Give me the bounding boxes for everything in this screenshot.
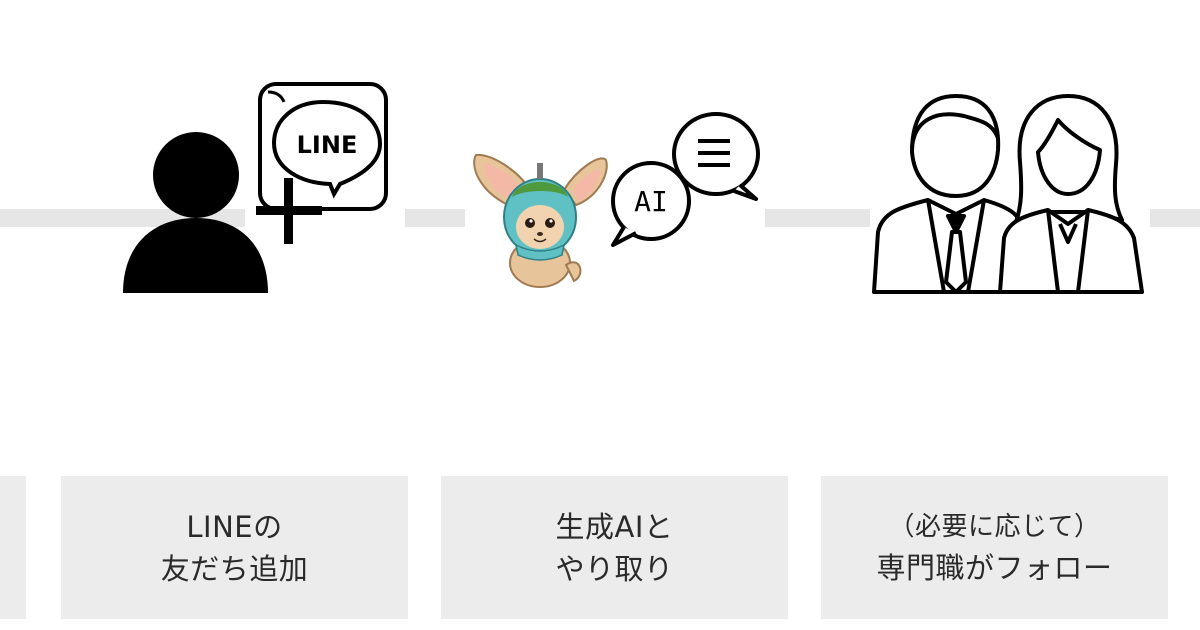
step-1-label-line-2: 友だち追加 bbox=[160, 551, 309, 586]
step2-illustration: AI bbox=[468, 105, 768, 295]
plus-vertical bbox=[284, 178, 293, 244]
step-card-3: （必要に応じて） 専門職がフォロー bbox=[821, 476, 1168, 619]
step-card-1-text: LINEの 友だち追加 bbox=[161, 506, 309, 590]
step-2-label-line-1: 生成AIと bbox=[555, 509, 674, 544]
step-card-partial bbox=[0, 476, 26, 619]
step-card-2: 生成AIと やり取り bbox=[441, 476, 788, 619]
step-1-label-line-1: LINEの bbox=[186, 509, 283, 544]
business-people-icon bbox=[872, 94, 1144, 294]
step-card-2-text: 生成AIと やり取り bbox=[555, 506, 673, 590]
step-2-label-line-2: やり取り bbox=[555, 551, 674, 586]
user-add-line-icon: LINE bbox=[123, 82, 388, 293]
user-head bbox=[153, 132, 239, 218]
step-3-label-line-2: 専門職がフォロー bbox=[876, 550, 1113, 585]
step-card-1: LINEの 友だち追加 bbox=[61, 476, 408, 619]
step-3-label-line-1: （必要に応じて） bbox=[888, 511, 1101, 542]
user-body bbox=[123, 218, 268, 293]
message-bubble-icon bbox=[672, 112, 760, 201]
ai-badge-text: AI bbox=[634, 185, 668, 218]
line-bubble bbox=[271, 99, 383, 199]
mascot-scarf bbox=[514, 243, 566, 261]
line-badge-text: LINE bbox=[297, 131, 358, 159]
step-card-3-text: （必要に応じて） 専門職がフォロー bbox=[876, 507, 1112, 589]
mascot-face bbox=[516, 205, 564, 249]
step3-illustration bbox=[872, 92, 1144, 296]
step1-illustration: LINE bbox=[118, 80, 408, 300]
man-figure bbox=[872, 94, 1024, 294]
ai-chat-bubble-icon: AI bbox=[611, 161, 691, 247]
woman-figure bbox=[998, 94, 1144, 294]
mascot-ai-chat-icon: AI bbox=[473, 112, 760, 288]
